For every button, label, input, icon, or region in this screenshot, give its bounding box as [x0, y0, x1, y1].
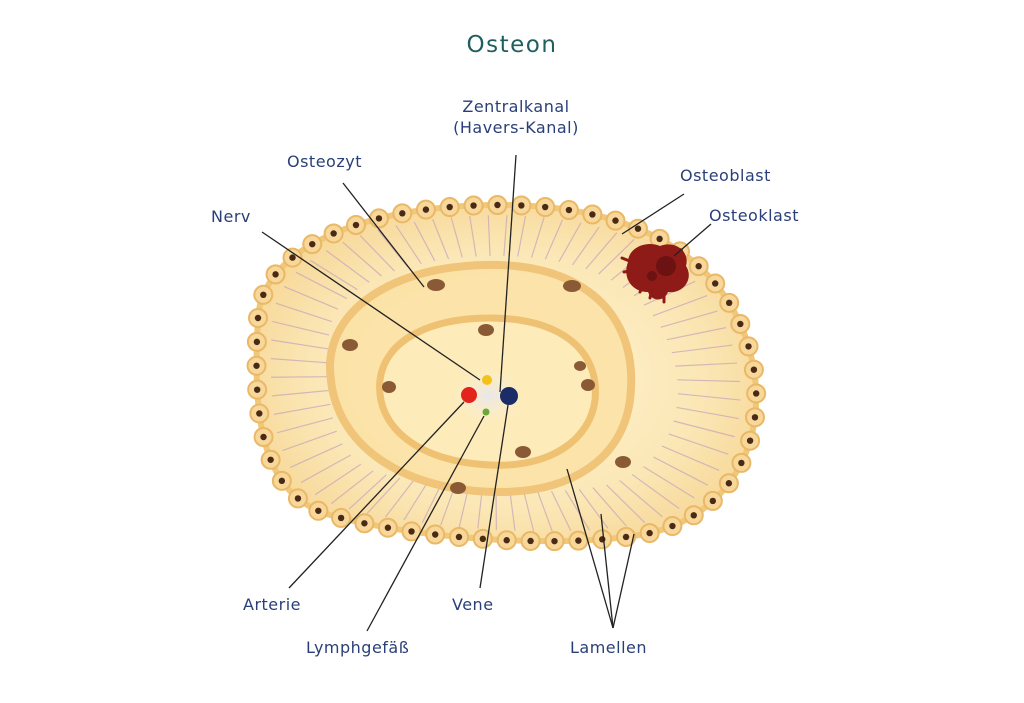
- label-lamellen: Lamellen: [570, 638, 647, 657]
- label-nerv: Nerv: [211, 207, 251, 226]
- osteoblast-cell: [250, 404, 268, 422]
- osteoblast-cell: [731, 315, 749, 333]
- osteoblast-cell: [545, 532, 563, 550]
- label-lymphgefaess: Lymphgefäß: [306, 638, 409, 657]
- osteoblast-cell: [488, 196, 506, 214]
- osteocyte: [478, 324, 494, 336]
- osteoblast-cell: [740, 337, 758, 355]
- osteoblast-cell: [747, 384, 765, 402]
- label-zentralkanal: Zentralkanal (Havers-Kanal): [428, 97, 604, 137]
- osteoblast-cell: [569, 532, 587, 550]
- osteocyte: [427, 279, 445, 291]
- label-osteoklast: Osteoklast: [709, 206, 799, 225]
- osteoblast-cell: [379, 519, 397, 537]
- vene-vessel: [500, 387, 518, 405]
- pointer-lamellen-3: [613, 534, 634, 628]
- lymph-vessel: [483, 409, 490, 416]
- osteoblast-cell: [720, 474, 738, 492]
- osteoblast-cell: [262, 451, 280, 469]
- osteoblast-cell: [303, 235, 321, 253]
- osteoblast-cell: [606, 212, 624, 230]
- osteocyte: [574, 361, 586, 371]
- osteoblast-cell: [325, 224, 343, 242]
- osteoblast-cell: [498, 531, 516, 549]
- osteoblast-cell: [267, 265, 285, 283]
- osteoblast-cell: [706, 274, 724, 292]
- osteocyte: [563, 280, 581, 292]
- osteoblast-cell: [593, 530, 611, 548]
- arterie-vessel: [461, 387, 477, 403]
- osteocyte: [615, 456, 631, 468]
- osteoblast-cell: [426, 525, 444, 543]
- osteoblast-cell: [249, 309, 267, 327]
- pointer-osteoblast: [622, 194, 684, 234]
- osteoblast-cell: [370, 209, 388, 227]
- osteocyte: [515, 446, 531, 458]
- osteoblast-cell: [704, 492, 722, 510]
- osteoblast-cell: [536, 198, 554, 216]
- osteocyte: [342, 339, 358, 351]
- label-vene: Vene: [452, 595, 494, 614]
- osteoblast-cell: [248, 357, 266, 375]
- osteoblast-cell: [441, 198, 459, 216]
- osteoblast-cell: [254, 286, 272, 304]
- label-osteozyt: Osteozyt: [287, 152, 362, 171]
- osteoblast-cell: [629, 220, 647, 238]
- osteoblast-cell: [746, 408, 764, 426]
- osteoblast-cell: [248, 381, 266, 399]
- osteoblast-cell: [255, 428, 273, 446]
- osteoblast-cell: [745, 361, 763, 379]
- osteoblast-cell: [741, 432, 759, 450]
- label-arterie: Arterie: [243, 595, 301, 614]
- label-osteoblast: Osteoblast: [680, 166, 771, 185]
- osteoblast-cell: [393, 204, 411, 222]
- diagram-title: Osteon: [0, 32, 1024, 58]
- osteoblast-cell: [309, 502, 327, 520]
- osteoblast-cell: [248, 333, 266, 351]
- pointer-osteoklast: [674, 224, 711, 256]
- osteocyte: [382, 381, 396, 393]
- osteoblast-cell: [355, 514, 373, 532]
- osteoblast-cell: [417, 201, 435, 219]
- osteoblast-cell: [720, 294, 738, 312]
- osteoblast-cell: [450, 528, 468, 546]
- osteoblast-cell: [685, 506, 703, 524]
- osteoblast-cell: [512, 196, 530, 214]
- osteoblast-cell: [663, 517, 681, 535]
- nerv-fiber: [482, 375, 492, 385]
- osteoblast-cell: [332, 509, 350, 527]
- lamella-line: [271, 377, 328, 378]
- osteoblast-cell: [347, 216, 365, 234]
- osteoblast-cell: [732, 454, 750, 472]
- label-zentralkanal-line2: (Havers-Kanal): [428, 118, 604, 137]
- osteoblast-cell: [465, 197, 483, 215]
- osteocyte: [581, 379, 595, 391]
- osteoblast-cell: [583, 205, 601, 223]
- label-zentralkanal-line1: Zentralkanal: [428, 97, 604, 116]
- osteoblast-cell: [641, 524, 659, 542]
- osteoblast-cell: [690, 257, 708, 275]
- osteocyte: [450, 482, 466, 494]
- osteoblast-cell: [560, 201, 578, 219]
- osteoblast-cell: [273, 472, 291, 490]
- osteoblast-cell: [289, 489, 307, 507]
- osteoblast-cell: [522, 532, 540, 550]
